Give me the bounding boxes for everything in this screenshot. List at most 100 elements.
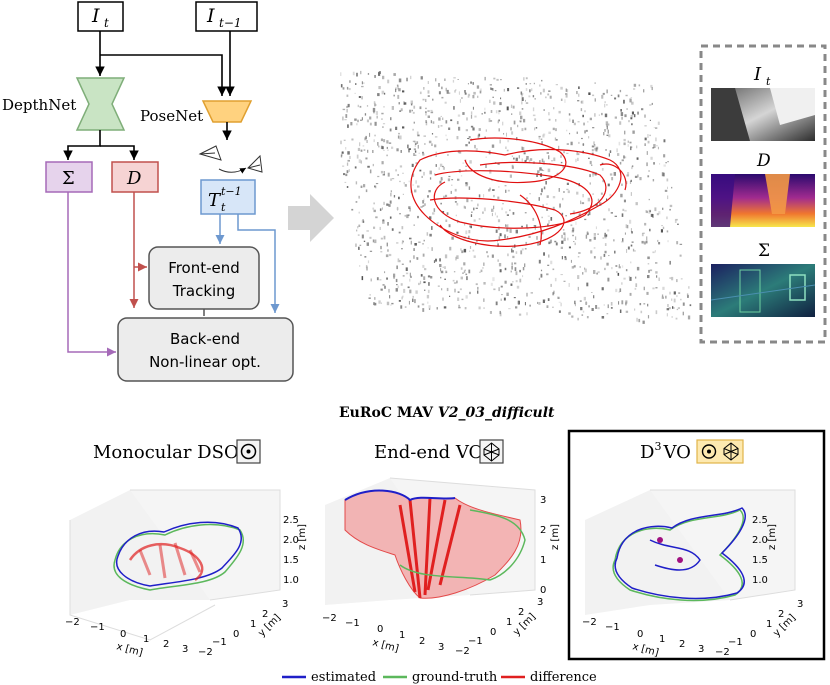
svg-text:1: 1 [540, 555, 546, 566]
pipeline-diagram: I t I t−1 DepthNet PoseNet [2, 1, 294, 382]
svg-text:t−1: t−1 [219, 16, 242, 30]
inset-rgb-image [711, 88, 815, 141]
svg-text:−2: −2 [715, 647, 730, 658]
svg-text:Tracking: Tracking [172, 282, 235, 300]
svg-text:2: 2 [518, 607, 524, 618]
backend-optimization-box: Back-end Non-linear opt. [117, 317, 294, 382]
svg-text:x [m]: x [m] [115, 641, 144, 659]
svg-text:−1: −1 [90, 622, 105, 633]
inset-uncertainty-map [710, 264, 816, 317]
svg-text:z [m]: z [m] [297, 524, 308, 550]
svg-text:1: 1 [399, 630, 405, 641]
svg-text:Σ: Σ [62, 168, 75, 189]
svg-text:0: 0 [750, 629, 756, 640]
inset-depth-map [711, 174, 815, 227]
svg-text:3: 3 [537, 597, 543, 608]
frontend-tracking-box: Front-end Tracking [148, 246, 260, 310]
svg-text:1.0: 1.0 [283, 575, 299, 586]
svg-text:DepthNet: DepthNet [2, 96, 76, 114]
svg-text:2: 2 [679, 639, 685, 650]
svg-text:3: 3 [282, 599, 288, 610]
trajectory-lines [344, 489, 526, 599]
svg-text:3: 3 [438, 642, 444, 653]
legend: estimated ground-truth difference [282, 670, 597, 685]
svg-text:D: D [756, 151, 771, 171]
svg-text:z [m]: z [m] [550, 524, 561, 550]
svg-text:D: D [126, 168, 142, 189]
svg-text:0: 0 [540, 585, 546, 596]
svg-text:Back-end: Back-end [170, 330, 240, 348]
svg-text:1: 1 [143, 634, 149, 645]
svg-text:I: I [753, 64, 762, 85]
svg-text:ground-truth: ground-truth [412, 670, 498, 685]
point-cloud-reconstruction [340, 70, 692, 324]
trajectory-lines [113, 521, 245, 591]
monocular-camera-icon [236, 439, 261, 464]
highlight-frame [567, 429, 826, 661]
svg-text:0: 0 [120, 629, 126, 640]
svg-text:y [m]: y [m] [256, 612, 283, 639]
svg-text:−2: −2 [322, 613, 337, 624]
svg-text:t: t [766, 75, 771, 88]
svg-text:1: 1 [250, 619, 256, 630]
svg-text:0: 0 [637, 629, 643, 640]
svg-text:2.5: 2.5 [752, 515, 768, 526]
svg-text:−2: −2 [455, 646, 470, 657]
svg-text:2: 2 [540, 525, 546, 536]
svg-text:EuRoC MAV V2_03_difficult: EuRoC MAV V2_03_difficult [339, 405, 555, 421]
svg-text:3: 3 [182, 644, 188, 655]
svg-text:3: 3 [698, 644, 704, 655]
depthnet-block: DepthNet [2, 77, 126, 131]
svg-text:−1: −1 [212, 637, 227, 648]
svg-text:t−1: t−1 [221, 185, 242, 198]
svg-text:0: 0 [233, 629, 239, 640]
depth-output-box: D [111, 161, 159, 193]
svg-text:3: 3 [797, 599, 803, 610]
svg-text:I: I [206, 5, 215, 27]
svg-text:2.5: 2.5 [283, 515, 299, 526]
svg-text:−1: −1 [605, 622, 620, 633]
svg-text:Σ: Σ [758, 241, 770, 261]
svg-text:1.0: 1.0 [752, 575, 768, 586]
svg-text:1: 1 [506, 617, 512, 628]
svg-text:estimated: estimated [311, 670, 376, 685]
svg-text:−2: −2 [198, 647, 213, 658]
svg-text:x [m]: x [m] [631, 641, 660, 659]
svg-text:0: 0 [377, 624, 383, 635]
camera-pose-icon [198, 122, 263, 174]
svg-text:1.5: 1.5 [283, 555, 299, 566]
svg-text:−1: −1 [728, 637, 743, 648]
trajectory-lines [612, 507, 746, 602]
input-current-frame: I t [77, 1, 124, 32]
input-previous-frame: I t−1 [195, 1, 258, 32]
input-output-inset: I t D Σ [699, 44, 827, 344]
svg-text:PoseNet: PoseNet [140, 107, 203, 125]
svg-text:t: t [221, 201, 226, 214]
svg-text:−2: −2 [65, 617, 80, 628]
svg-text:x [m]: x [m] [371, 637, 400, 655]
svg-text:I: I [91, 5, 100, 27]
posenet-block: PoseNet [140, 100, 253, 125]
svg-text:−1: −1 [345, 618, 360, 629]
svg-text:y [m]: y [m] [771, 612, 798, 639]
svg-text:2: 2 [419, 636, 425, 647]
plot-end-end-vo: End-end VO 3 2 1 0 z [m] −2 −1 0 1 2 3 x… [322, 439, 561, 657]
pose-output-box: T t t−1 [200, 179, 256, 215]
svg-text:2: 2 [262, 609, 268, 620]
svg-text:End-end VO: End-end VO [374, 442, 483, 463]
flow-arrow [288, 194, 334, 242]
svg-text:3: 3 [540, 495, 546, 506]
reconstruction-trajectory [410, 137, 627, 247]
svg-text:−1: −1 [468, 636, 483, 647]
network-icon [479, 439, 504, 464]
svg-text:T: T [208, 190, 222, 211]
svg-text:2: 2 [778, 609, 784, 620]
svg-text:2.0: 2.0 [752, 535, 768, 546]
svg-text:y [m]: y [m] [511, 611, 538, 638]
plot-axes [69, 489, 281, 641]
svg-text:t: t [104, 16, 109, 30]
svg-text:1: 1 [659, 634, 665, 645]
svg-text:2.0: 2.0 [283, 535, 299, 546]
